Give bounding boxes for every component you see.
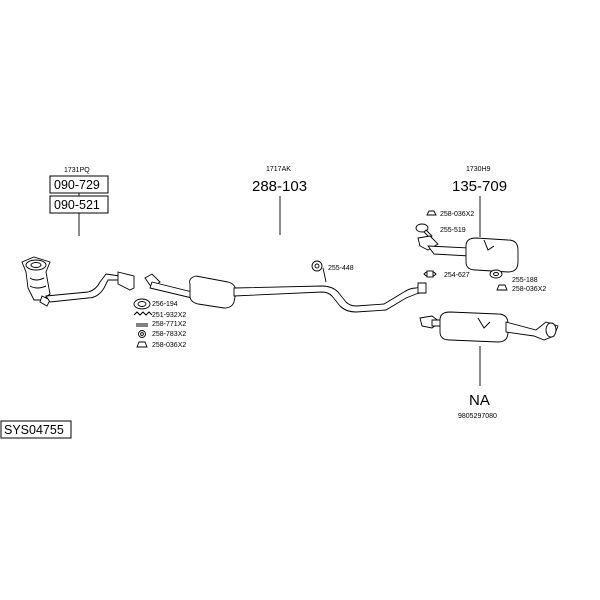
front-ref-label: 1731PQ xyxy=(64,167,90,174)
alt-rear-silencer-group: NA 9805297080 xyxy=(419,311,559,420)
centre-silencer xyxy=(189,275,237,309)
rear-silencer-group: 1730H9 135-709 258-036X2 255-519 254-627… xyxy=(415,166,546,293)
part-number-na[interactable]: NA xyxy=(469,392,490,409)
spring-icon xyxy=(133,311,153,316)
rubber-hanger-icon xyxy=(415,223,433,239)
fitting-254-627[interactable]: 254-627 xyxy=(444,272,470,279)
fitting-256-194[interactable]: 256-194 xyxy=(152,301,178,308)
middle-pipe xyxy=(233,285,425,313)
part-number-135-709[interactable]: 135-709 xyxy=(452,178,507,195)
rubber-hanger-icon xyxy=(489,269,503,279)
nut-icon xyxy=(136,341,148,348)
middle-outlet-flange xyxy=(417,282,427,294)
rear-silencer-bracket xyxy=(483,239,495,251)
part-number-090-729: 090-729 xyxy=(54,178,100,192)
clamp-icon xyxy=(423,270,437,278)
fitting-255-448[interactable]: 255-448 xyxy=(328,265,354,272)
front-pipe xyxy=(45,273,129,303)
rubber-hanger-icon xyxy=(311,260,327,283)
oem-number: 9805297080 xyxy=(458,413,497,420)
middle-ref-label: 1717AK xyxy=(266,166,291,173)
rear-silencer xyxy=(465,237,519,273)
front-pipe-flange xyxy=(117,271,135,291)
part-number-288-103[interactable]: 288-103 xyxy=(252,178,307,195)
fitting-258-036x2-front[interactable]: 258-036X2 xyxy=(152,342,186,349)
system-code-box xyxy=(0,420,72,439)
front-pipe-group: 1731PQ 090-729 090-521 xyxy=(21,167,135,307)
front-fittings: 256-194 251-932X2 258-771X2 258-783X2 25… xyxy=(133,298,186,349)
fitting-258-771x2[interactable]: 258-771X2 xyxy=(152,321,186,328)
bolt-icon xyxy=(136,323,148,327)
middle-pipe-group: 1717AK 288-103 255-448 xyxy=(144,166,427,313)
alt-rear-silencer xyxy=(439,311,509,343)
nut-icon xyxy=(496,284,508,291)
system-code: SYS04755 xyxy=(4,423,64,437)
rear-ref-label: 1730H9 xyxy=(466,166,491,173)
rear-inlet-pipe xyxy=(427,245,471,257)
fitting-251-932x2[interactable]: 251-932X2 xyxy=(152,312,186,319)
fitting-258-036x2-rear[interactable]: 258-036X2 xyxy=(512,286,546,293)
tailpipe-end xyxy=(545,322,557,338)
fitting-258-783x2[interactable]: 258-783X2 xyxy=(152,331,186,338)
middle-inlet-pipe xyxy=(149,281,193,299)
nut-icon xyxy=(426,210,437,216)
alt-rear-silencer-bracket xyxy=(477,317,491,329)
fitting-258-036x2-top[interactable]: 258-036X2 xyxy=(440,211,474,218)
catalytic-converter xyxy=(21,256,51,307)
fitting-255-188[interactable]: 255-188 xyxy=(512,277,538,284)
fitting-255-519[interactable]: 255-519 xyxy=(440,227,466,234)
part-number-090-521: 090-521 xyxy=(54,198,100,212)
